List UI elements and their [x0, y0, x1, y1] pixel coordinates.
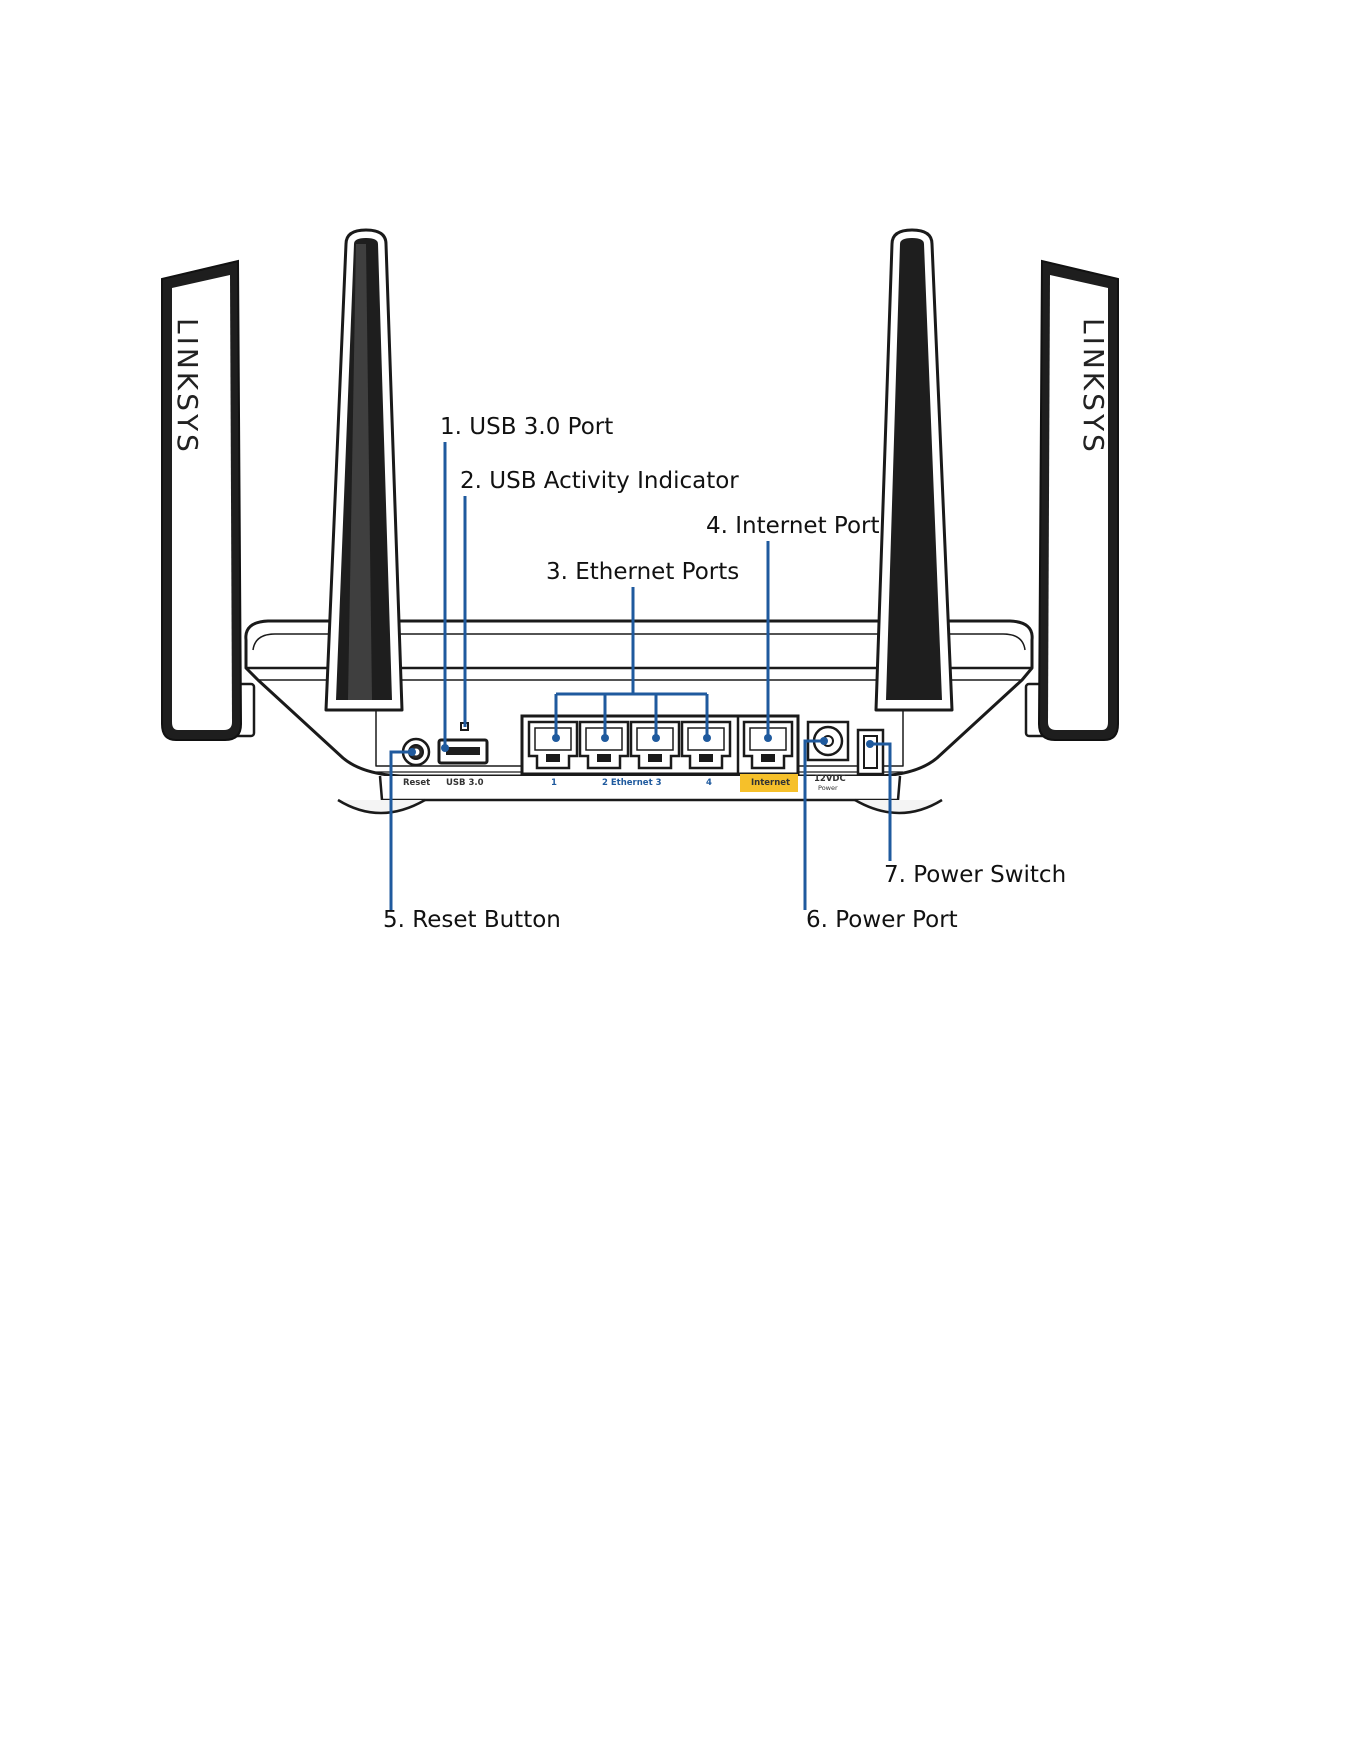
- callout-internet-port: 4. Internet Port: [706, 513, 880, 539]
- callout-reset-button: 5. Reset Button: [383, 907, 561, 933]
- label-ethernet-4: 4: [706, 778, 712, 788]
- callout-usb-port: 1. USB 3.0 Port: [440, 414, 613, 440]
- callout-power-switch: 7. Power Switch: [884, 862, 1066, 888]
- label-usb: USB 3.0: [446, 778, 484, 788]
- antenna-inner-right: [876, 230, 952, 710]
- label-ethernet-1: 1: [551, 778, 557, 788]
- ethernet-jack: [529, 722, 577, 768]
- brand-logo-left: LINKSYS: [171, 318, 204, 455]
- power-switch: [858, 730, 883, 774]
- label-internet: Internet: [751, 778, 790, 788]
- brand-logo-right: LINKSYS: [1077, 318, 1110, 455]
- label-power: Power: [818, 784, 838, 792]
- label-power-12vdc: 12VDC: [814, 774, 846, 784]
- antenna-outer-right: LINKSYS: [1039, 261, 1118, 740]
- label-ethernet-group: 2 Ethernet 3: [602, 778, 662, 788]
- antenna-inner-left: [326, 230, 402, 710]
- callout-usb-activity: 2. USB Activity Indicator: [460, 468, 739, 494]
- ethernet-jacks: [529, 722, 792, 768]
- antenna-outer-left: LINKSYS: [162, 261, 241, 740]
- label-reset: Reset: [403, 778, 430, 788]
- callout-power-port: 6. Power Port: [806, 907, 958, 933]
- callout-ethernet-ports: 3. Ethernet Ports: [546, 559, 739, 585]
